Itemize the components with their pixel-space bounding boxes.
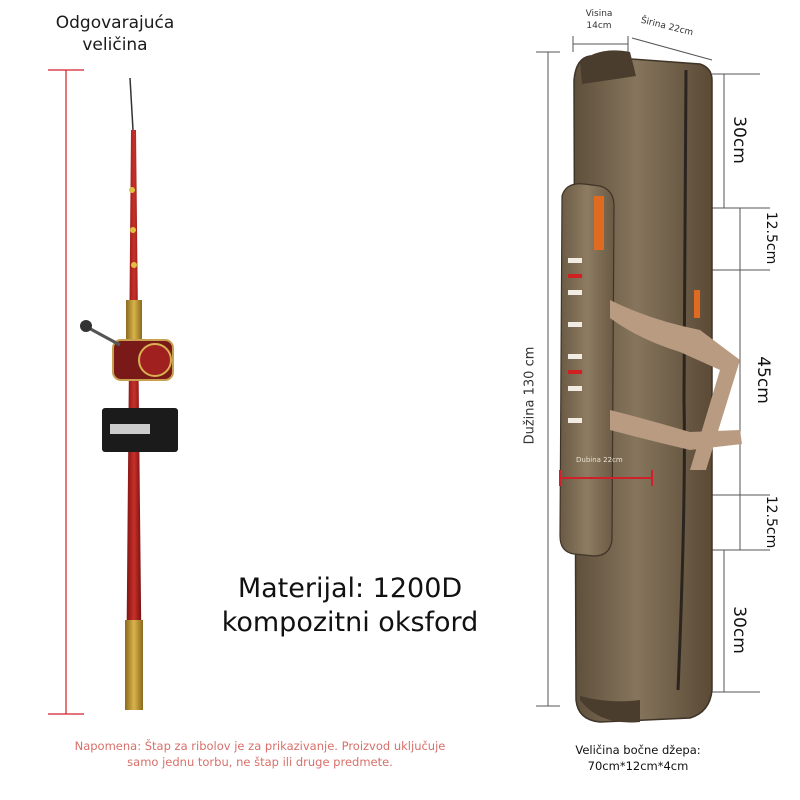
- pocket-size-caption: Veličina bočne džepa: 70cm*12cm*4cm: [548, 742, 728, 774]
- size-title-line2: veličina: [82, 35, 148, 55]
- height-value: 14cm: [586, 21, 612, 31]
- segment-4-label: 12.5cm: [763, 495, 779, 549]
- material-line2: kompozitni oksford: [221, 607, 479, 638]
- pocket-line2: 70cm*12cm*4cm: [587, 759, 689, 773]
- depth-measure-line: [559, 470, 653, 486]
- size-title: Odgovarajuća veličina: [20, 12, 210, 56]
- fishing-rod-image: [80, 77, 178, 710]
- note-line1: Napomena: Štap za ribolov je za prikaziv…: [74, 739, 446, 753]
- segment-1-label: 30cm: [729, 116, 749, 164]
- length-label: Dužina 130 cm: [522, 346, 538, 445]
- segment-2-label: 12.5cm: [763, 211, 779, 265]
- note-line2: samo jednu torbu, ne štap ili druge pred…: [127, 755, 393, 769]
- segment-3-label: 45cm: [753, 356, 773, 404]
- material-caption: Materijal: 1200D kompozitni oksford: [200, 572, 500, 640]
- fishing-bag-image: [559, 50, 742, 723]
- rod-measure-line: [48, 69, 84, 715]
- disclaimer-note: Napomena: Štap za ribolov je za prikaziv…: [40, 738, 480, 770]
- height-dimension: Visina 14cm: [576, 8, 622, 32]
- depth-label: Dubina 22cm: [576, 456, 623, 464]
- height-label: Visina: [585, 9, 613, 19]
- pocket-line1: Veličina bočne džepa:: [575, 743, 701, 757]
- size-title-line1: Odgovarajuća: [55, 13, 175, 33]
- bag-measure-lines: [536, 36, 770, 707]
- segment-5-label: 30cm: [729, 606, 749, 654]
- material-line1: Materijal: 1200D: [237, 573, 463, 604]
